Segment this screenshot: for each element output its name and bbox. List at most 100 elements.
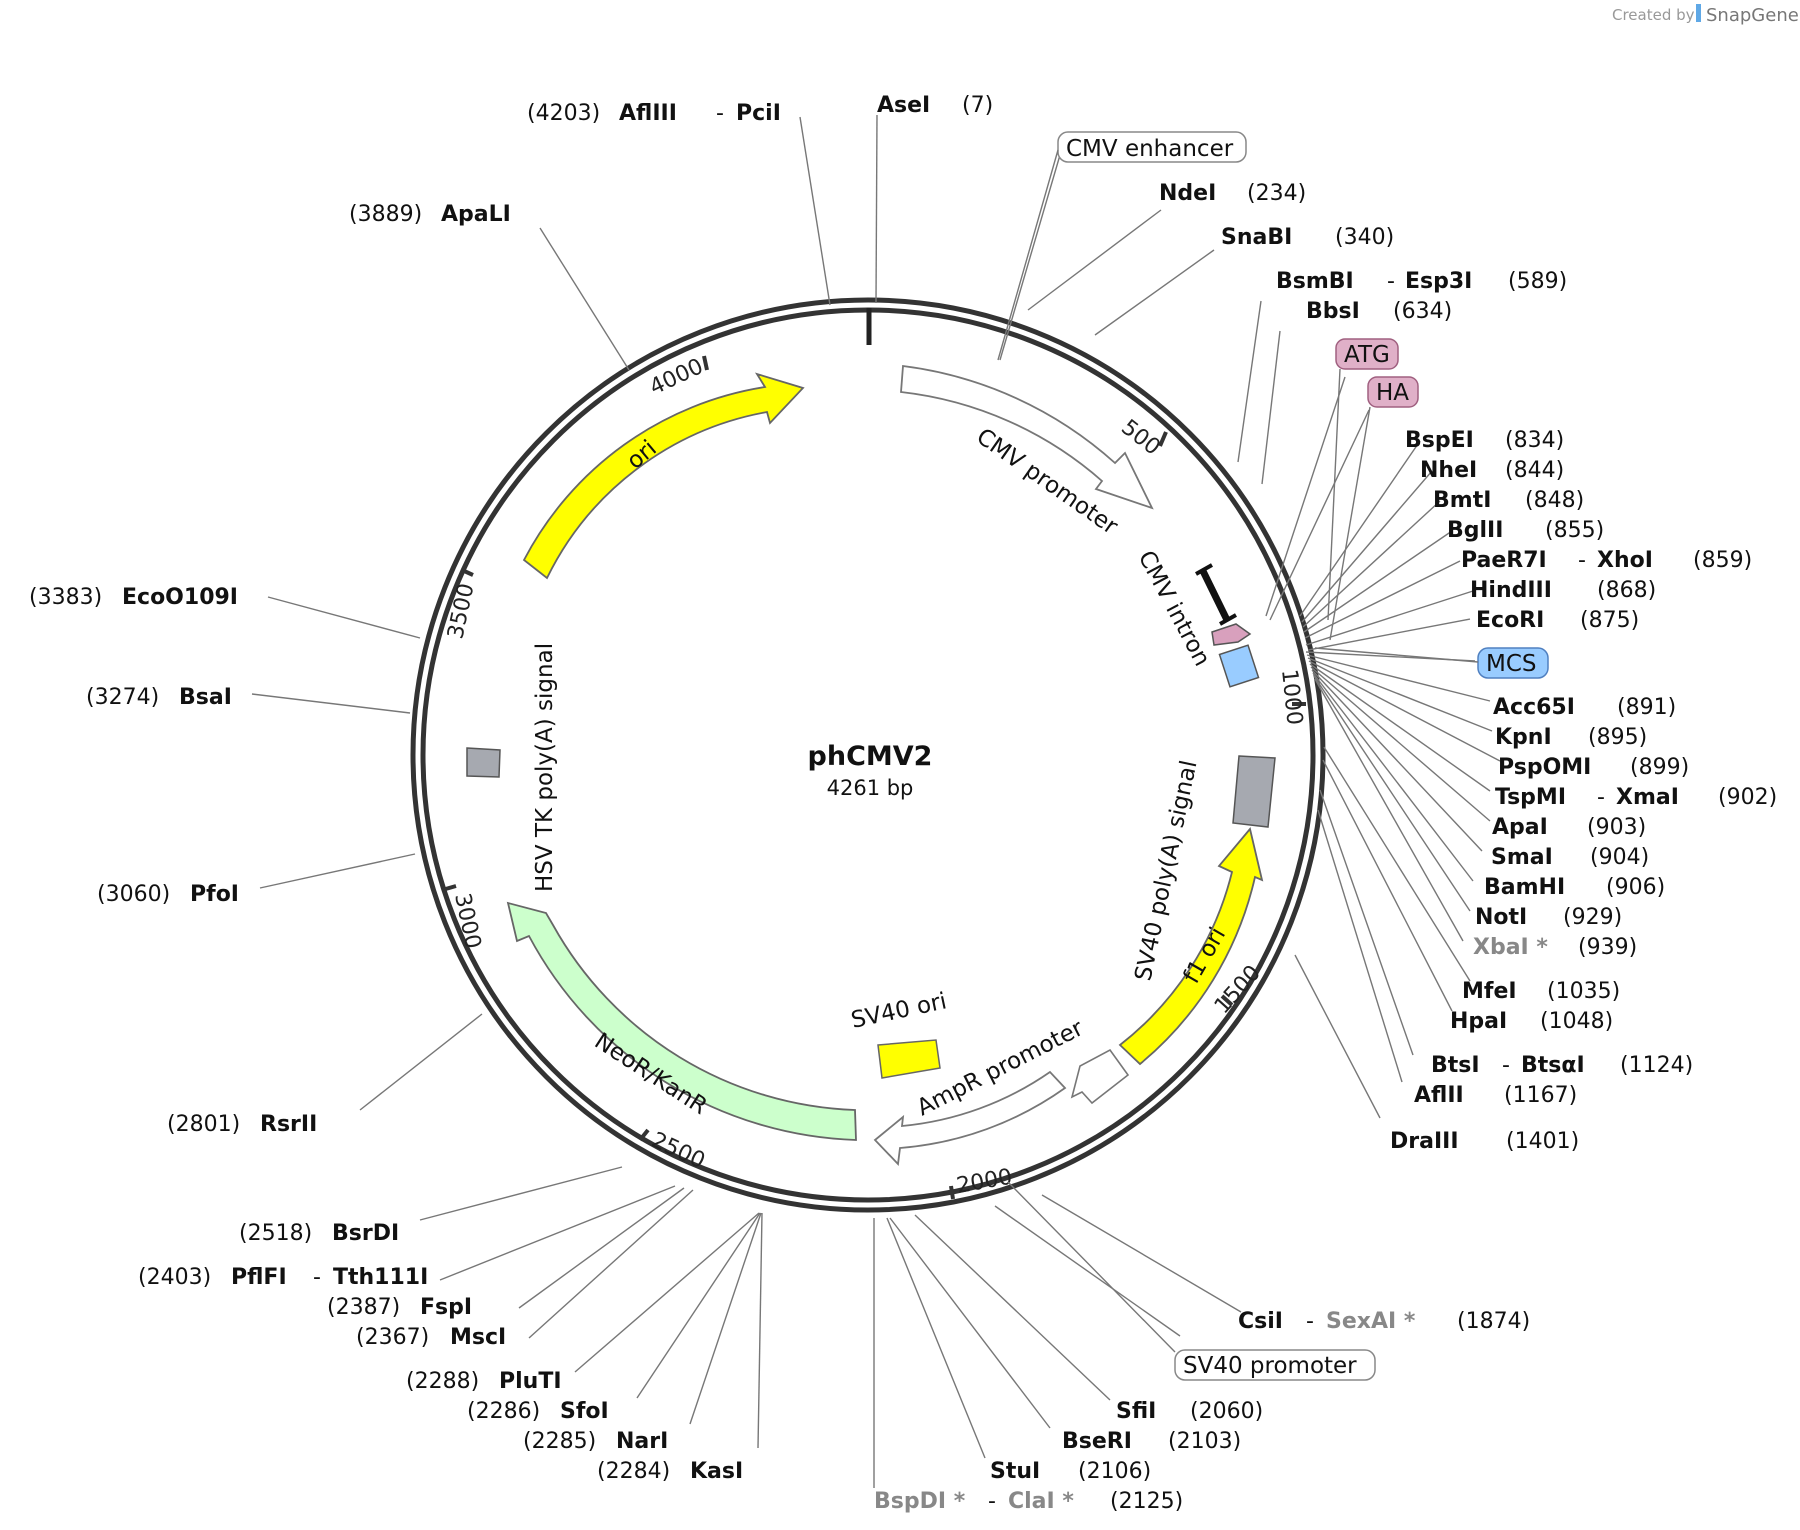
site-xhoi[interactable]: XhoI [1597, 548, 1653, 573]
site-bbsi[interactable]: BbsI [1306, 299, 1360, 324]
site-fspi-pos: (2387) [327, 1295, 400, 1320]
site-sexai[interactable]: SexAI * [1326, 1309, 1416, 1334]
site-clai[interactable]: ClaI * [1008, 1489, 1074, 1514]
site-apali[interactable]: ApaLI [441, 202, 511, 227]
site-ndei[interactable]: NdeI [1159, 181, 1216, 206]
site-fspi[interactable]: FspI [420, 1295, 472, 1320]
site-apai[interactable]: ApaI [1492, 815, 1548, 840]
ori-arrow[interactable] [522, 372, 805, 580]
site-kasi-pos: (2284) [597, 1459, 670, 1484]
site-nari[interactable]: NarI [616, 1429, 668, 1454]
site-pspomi-pos: (899) [1630, 755, 1689, 780]
site-csii-dash: - [1306, 1309, 1314, 1334]
site-paer7i[interactable]: PaeR7I [1461, 548, 1547, 573]
site-tth111i[interactable]: Tth111I [333, 1265, 428, 1290]
site-pfoi[interactable]: PfoI [190, 882, 239, 907]
site-rsrii[interactable]: RsrII [260, 1112, 317, 1137]
site-msci[interactable]: MscI [450, 1325, 506, 1350]
site-sfoi[interactable]: SfoI [560, 1399, 609, 1424]
site-sfii[interactable]: SfiI [1116, 1399, 1156, 1424]
cmv-promoter-arrow[interactable] [900, 364, 1154, 510]
site-asei[interactable]: AseI [877, 93, 930, 118]
site-btsai[interactable]: BtsαI [1521, 1053, 1585, 1078]
site-bamhi[interactable]: BamHI [1484, 875, 1565, 900]
atg-feature[interactable] [1211, 623, 1252, 646]
site-hpai[interactable]: HpaI [1450, 1009, 1507, 1034]
site-bglii[interactable]: BglII [1447, 518, 1503, 543]
site-aflii-pos: (1167) [1504, 1083, 1577, 1108]
sv40-promoter-label: SV40 promoter [1183, 1353, 1357, 1379]
plasmid-length: 4261 bp [827, 776, 914, 800]
site-smai-pos: (904) [1590, 845, 1649, 870]
site-xmai[interactable]: XmaI [1616, 785, 1679, 810]
site-nhei[interactable]: NheI [1420, 458, 1477, 483]
leader-lines [251, 114, 1501, 1488]
site-csii[interactable]: CsiI [1238, 1309, 1283, 1334]
site-ecori[interactable]: EcoRI [1476, 608, 1544, 633]
site-aflii[interactable]: AflII [1414, 1083, 1464, 1108]
site-paer7i-dash: - [1578, 548, 1586, 573]
site-pflfi[interactable]: PflFI [231, 1265, 287, 1290]
site-bsmbi-dash: - [1387, 269, 1395, 294]
site-pspomi[interactable]: PspOMI [1498, 755, 1591, 780]
sv40-ori-feature[interactable] [877, 1039, 941, 1079]
f1-ori-arrow[interactable] [1118, 827, 1264, 1066]
site-bsai[interactable]: BsaI [179, 685, 232, 710]
ha-tag-feature[interactable] [1218, 644, 1260, 688]
site-rsrii-pos: (2801) [167, 1112, 240, 1137]
site-snabi[interactable]: SnaBI [1221, 225, 1292, 250]
site-xbai[interactable]: XbaI * [1473, 935, 1548, 960]
site-hindiii-pos: (868) [1597, 578, 1656, 603]
site-acc65i[interactable]: Acc65I [1493, 695, 1575, 720]
sv40-polya-feature[interactable] [1232, 755, 1276, 828]
site-sfoi-pos: (2286) [467, 1399, 540, 1424]
site-bspdi[interactable]: BspDI * [874, 1489, 966, 1514]
cmv-enhancer-box[interactable] [1057, 131, 1247, 163]
sv40-ori-label: SV40 ori [849, 988, 949, 1034]
site-kasi[interactable]: KasI [690, 1459, 743, 1484]
site-pluti[interactable]: PluTI [499, 1369, 562, 1394]
site-ecoo109i[interactable]: EcoO109I [122, 585, 238, 610]
hsv-polya-label: HSV TK poly(A) signal [532, 643, 558, 892]
site-afliii[interactable]: AflIII [619, 101, 677, 126]
site-pflfi-dash: - [313, 1265, 321, 1290]
site-tspmi[interactable]: TspMI [1495, 785, 1566, 810]
tick-1000: 1000 [1276, 668, 1307, 726]
ampr-promoter-arrow[interactable] [1070, 1048, 1130, 1105]
ha-box[interactable] [1367, 376, 1419, 408]
site-bsmbi[interactable]: BsmBI [1276, 269, 1354, 294]
site-bamhi-pos: (906) [1606, 875, 1665, 900]
ampr-region-arrow[interactable] [873, 1070, 1067, 1166]
site-hindiii[interactable]: HindIII [1470, 578, 1552, 603]
site-hpai-pos: (1048) [1540, 1009, 1613, 1034]
mcs-label: MCS [1486, 651, 1537, 677]
site-bsrdi-pos: (2518) [239, 1221, 312, 1246]
site-mfei[interactable]: MfeI [1462, 979, 1517, 1004]
site-apali-pos: (3889) [349, 202, 422, 227]
snapgene-brand: SnapGene [1706, 5, 1799, 26]
atg-box[interactable] [1335, 338, 1399, 370]
site-stui[interactable]: StuI [990, 1459, 1040, 1484]
site-bsrdi[interactable]: BsrDI [332, 1221, 399, 1246]
site-smai[interactable]: SmaI [1491, 845, 1553, 870]
site-esp3i[interactable]: Esp3I [1405, 269, 1472, 294]
neor-kanr-arrow[interactable] [506, 901, 857, 1141]
site-asei-pos: (7) [962, 93, 993, 118]
site-pfoi-pos: (3060) [97, 882, 170, 907]
site-bseri[interactable]: BseRI [1062, 1429, 1132, 1454]
hsv-polya-feature[interactable] [466, 747, 501, 778]
mcs-box[interactable] [1477, 647, 1549, 679]
site-apai-pos: (903) [1587, 815, 1646, 840]
site-bmti[interactable]: BmtI [1433, 488, 1491, 513]
site-tspmi-dash: - [1597, 785, 1605, 810]
site-btsi[interactable]: BtsI [1431, 1053, 1480, 1078]
site-kpni[interactable]: KpnI [1495, 725, 1552, 750]
tick-2000: 2000 [955, 1165, 1014, 1199]
cmv-intron-bar[interactable] [1199, 569, 1231, 622]
site-pcii[interactable]: PciI [736, 101, 781, 126]
sv40-promoter-box[interactable] [1174, 1349, 1376, 1381]
site-paer7i-pos: (859) [1693, 548, 1752, 573]
site-bspei[interactable]: BspEI [1405, 428, 1474, 453]
site-draiii[interactable]: DraIII [1390, 1129, 1459, 1154]
site-noti[interactable]: NotI [1475, 905, 1527, 930]
